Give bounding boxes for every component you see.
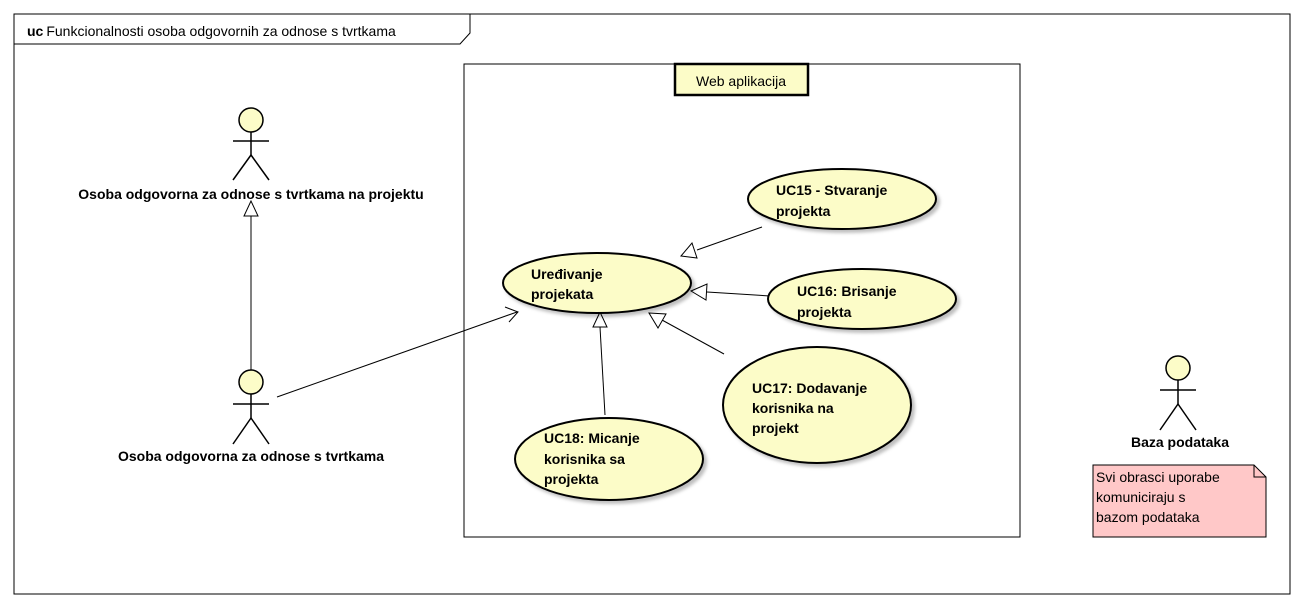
usecase-edit-projects: Uređivanje projekata bbox=[502, 252, 692, 314]
stick-figure-icon bbox=[1159, 355, 1197, 431]
actor-company-contact: Osoba odgovorna za odnose s tvrtkama bbox=[118, 369, 384, 464]
usecase-label-line: UC16: Brisanje bbox=[797, 283, 897, 299]
usecase-uc18-remove-user: UC18: Micanje korisnika sa projekta bbox=[514, 417, 704, 501]
actor-label-project-contact: Osoba odgovorna za odnose s tvrtkama na … bbox=[78, 186, 423, 202]
usecase-label-line: projekta bbox=[797, 304, 852, 320]
note-database: Svi obrasci uporabe komuniciraju s bazom… bbox=[1092, 464, 1267, 538]
usecase-label-line: projekta bbox=[544, 471, 599, 487]
uc17-generalization-arrowhead bbox=[648, 312, 667, 329]
uc18-generalization-arrowhead bbox=[592, 310, 608, 328]
usecase-uc16-delete-project: UC16: Brisanje projekta bbox=[767, 268, 957, 330]
uc17-generalization-line bbox=[661, 319, 725, 355]
usecase-label-line: Uređivanje bbox=[531, 266, 603, 282]
usecase-label-line: korisnika na bbox=[752, 400, 834, 416]
system-label: Web aplikacija bbox=[696, 73, 786, 89]
usecase-label-line: projekta bbox=[776, 203, 831, 219]
note-text-line: Svi obrasci uporabe bbox=[1096, 469, 1220, 485]
actor-project-contact: Osoba odgovorna za odnose s tvrtkama na … bbox=[78, 107, 424, 202]
usecase-label-line: projekata bbox=[531, 286, 593, 302]
uc15-generalization-arrowhead bbox=[680, 241, 698, 259]
usecase-label-line: projekt bbox=[752, 420, 799, 436]
usecase-uc17-add-user: UC17: Dodavanje korisnika na projekt bbox=[722, 346, 912, 464]
frame-keyword: uc bbox=[27, 23, 44, 39]
actor-label-company-contact: Osoba odgovorna za odnose s tvrtkama bbox=[118, 448, 384, 464]
usecase-label-line: UC18: Micanje bbox=[544, 430, 640, 446]
note-text-line: komuniciraju s bbox=[1096, 489, 1185, 505]
stick-figure-icon bbox=[232, 369, 270, 445]
note-text-line: bazom podataka bbox=[1096, 509, 1200, 525]
usecase-label-line: UC17: Dodavanje bbox=[752, 380, 867, 396]
association-line bbox=[276, 311, 518, 398]
usecase-uc15-create-project: UC15 - Stvaranje projekta bbox=[747, 168, 937, 230]
frame-tab bbox=[13, 13, 471, 45]
stick-figure-icon bbox=[232, 107, 270, 181]
uc18-generalization-line bbox=[599, 326, 606, 416]
frame-title: Funkcionalnosti osoba odgovornih za odno… bbox=[46, 23, 396, 39]
association-arrowhead bbox=[504, 306, 519, 323]
usecase-label-line: korisnika sa bbox=[544, 451, 625, 467]
note-fold bbox=[1253, 465, 1266, 478]
uc16-generalization-arrowhead bbox=[689, 283, 708, 301]
usecase-label-line: UC15 - Stvaranje bbox=[776, 182, 887, 198]
uc16-generalization-line bbox=[706, 291, 771, 297]
relationships bbox=[243, 199, 771, 416]
actor-label-database: Baza podataka bbox=[1131, 434, 1229, 450]
uc15-generalization-line bbox=[696, 226, 763, 251]
actor-database: Baza podataka bbox=[1131, 355, 1229, 450]
actor-generalization-arrowhead bbox=[243, 199, 259, 217]
system-label-box bbox=[673, 62, 810, 97]
